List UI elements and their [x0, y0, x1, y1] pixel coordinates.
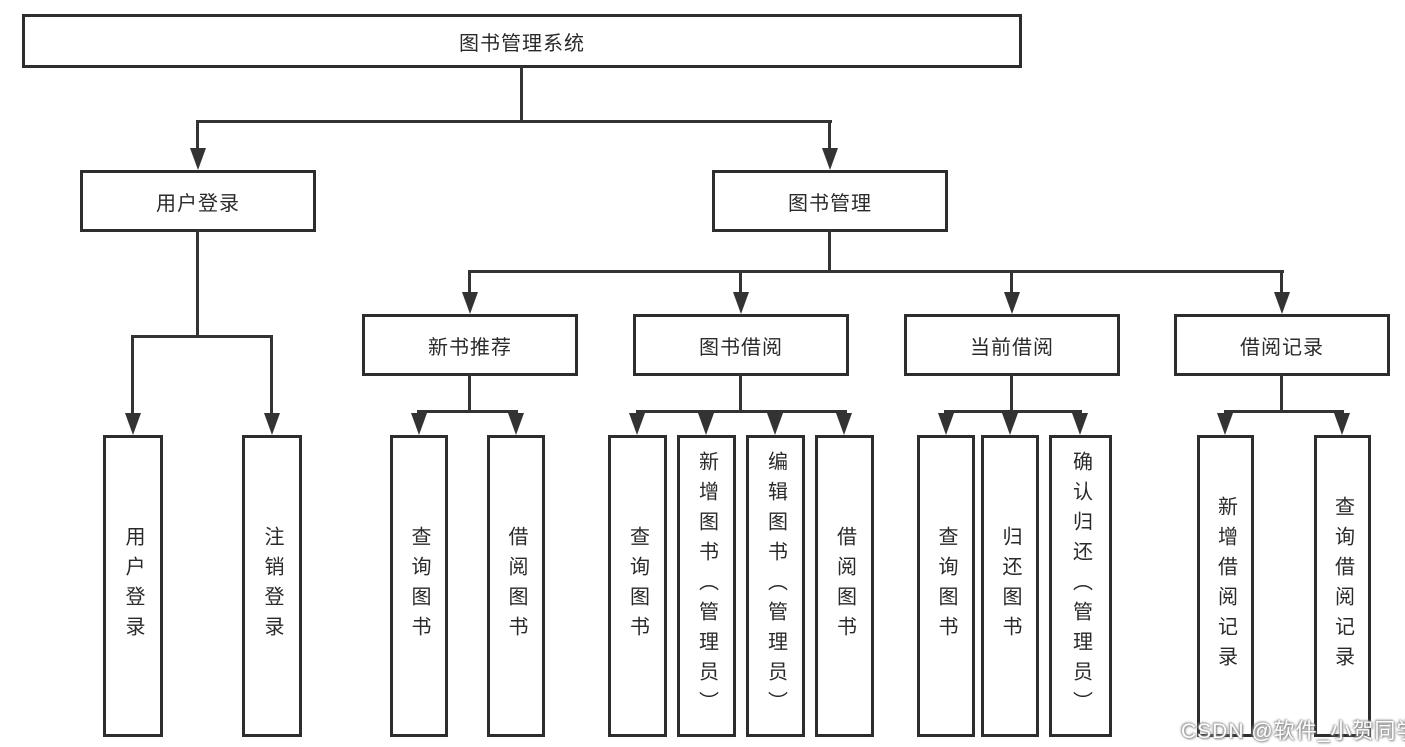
- arrow-down-icon: [1072, 413, 1088, 435]
- node-book-management-label: 图书管理: [788, 192, 872, 215]
- node-current-borrowing: 当前借阅: [904, 314, 1120, 376]
- arrow-down-icon: [938, 413, 954, 435]
- connector-drop-user-login: [196, 120, 199, 148]
- leaf-logout: 注销登录: [242, 435, 302, 737]
- connector-book-management-stem: [828, 230, 831, 273]
- leaf-query-books-borrowing-label: 查询图书: [626, 526, 649, 646]
- arrow-down-icon: [1002, 413, 1018, 435]
- node-book-borrowing: 图书借阅: [633, 314, 849, 376]
- node-root: 图书管理系统: [22, 14, 1022, 68]
- node-new-book-recommend-label: 新书推荐: [428, 336, 512, 359]
- leaf-return-books-label: 归还图书: [999, 526, 1021, 646]
- connector-drop-book-management: [828, 120, 831, 148]
- leaf-query-borrow-record-label: 查询借阅记录: [1331, 496, 1354, 676]
- arrow-down-icon: [1274, 292, 1290, 314]
- connector-drop-borrow-records: [1280, 270, 1283, 292]
- connector-book-borrowing-stem: [739, 374, 742, 413]
- leaf-query-books-current-label: 查询图书: [935, 526, 957, 646]
- leaf-confirm-return-admin: 确认归还（管理员）: [1049, 435, 1112, 737]
- leaf-add-book-admin: 新增图书（管理员）: [677, 435, 736, 737]
- leaf-add-borrow-record: 新增借阅记录: [1197, 435, 1254, 737]
- arrow-down-icon: [411, 413, 427, 435]
- leaf-query-books-recommend-label: 查询图书: [408, 526, 430, 646]
- leaf-borrow-books-borrowing-label: 借阅图书: [833, 526, 856, 646]
- arrow-down-icon: [462, 292, 478, 314]
- leaf-borrow-books-recommend-label: 借阅图书: [505, 526, 527, 646]
- connector-book-management-bus: [468, 270, 1284, 273]
- arrow-down-icon: [125, 413, 141, 435]
- node-root-label: 图书管理系统: [459, 32, 585, 55]
- connector-new-book-bus: [417, 410, 518, 413]
- leaf-return-books: 归还图书: [981, 435, 1039, 737]
- connector-book-borrowing-bus: [636, 410, 847, 413]
- connector-borrow-records-stem: [1280, 374, 1283, 413]
- connector-drop-book-borrowing: [739, 270, 742, 292]
- connector-user-login-bus: [131, 335, 273, 338]
- leaf-query-borrow-record: 查询借阅记录: [1314, 435, 1371, 737]
- node-book-management: 图书管理: [712, 170, 948, 232]
- connector-drop-current-borrowing: [1010, 270, 1013, 292]
- leaf-add-borrow-record-label: 新增借阅记录: [1214, 496, 1237, 676]
- connector-new-book-stem: [468, 374, 471, 413]
- node-current-borrowing-label: 当前借阅: [970, 336, 1054, 359]
- connector-drop-new-book: [468, 270, 471, 292]
- arrow-down-icon: [1217, 413, 1233, 435]
- node-new-book-recommend: 新书推荐: [362, 314, 578, 376]
- leaf-edit-book-admin: 编辑图书（管理员）: [746, 435, 805, 737]
- leaf-logout-label: 注销登录: [261, 526, 283, 646]
- connector-drop-leaf-logout: [270, 335, 273, 413]
- arrow-down-icon: [822, 148, 838, 170]
- arrow-down-icon: [733, 292, 749, 314]
- node-borrow-records: 借阅记录: [1174, 314, 1390, 376]
- connector-borrow-records-bus: [1224, 410, 1344, 413]
- connector-current-borrowing-bus: [944, 410, 1082, 413]
- leaf-confirm-return-admin-label: 确认归还（管理员）: [1069, 451, 1092, 721]
- arrow-down-icon: [508, 413, 524, 435]
- node-user-login-label: 用户登录: [156, 192, 240, 215]
- arrow-down-icon: [1334, 413, 1350, 435]
- arrow-down-icon: [836, 413, 852, 435]
- leaf-query-books-recommend: 查询图书: [390, 435, 448, 737]
- arrow-down-icon: [1004, 292, 1020, 314]
- leaf-user-login-label: 用户登录: [122, 526, 144, 646]
- leaf-edit-book-admin-label: 编辑图书（管理员）: [764, 451, 787, 721]
- connector-root-stem: [520, 66, 523, 123]
- connector-current-borrowing-stem: [1010, 374, 1013, 413]
- node-book-borrowing-label: 图书借阅: [699, 336, 783, 359]
- arrow-down-icon: [264, 413, 280, 435]
- leaf-query-books-current: 查询图书: [917, 435, 975, 737]
- arrow-down-icon: [698, 413, 714, 435]
- node-borrow-records-label: 借阅记录: [1240, 336, 1324, 359]
- leaf-add-book-admin-label: 新增图书（管理员）: [695, 451, 718, 721]
- connector-user-login-stem: [196, 230, 199, 338]
- watermark: CSDN @软件_小贺同学: [1181, 720, 1405, 743]
- arrow-down-icon: [629, 413, 645, 435]
- connector-drop-leaf-user-login: [131, 335, 134, 413]
- leaf-query-books-borrowing: 查询图书: [608, 435, 667, 737]
- leaf-borrow-books-recommend: 借阅图书: [487, 435, 545, 737]
- arrow-down-icon: [190, 148, 206, 170]
- arrow-down-icon: [767, 413, 783, 435]
- node-user-login: 用户登录: [80, 170, 316, 232]
- leaf-user-login: 用户登录: [103, 435, 163, 737]
- leaf-borrow-books-borrowing: 借阅图书: [815, 435, 874, 737]
- connector-root-bus: [196, 120, 832, 123]
